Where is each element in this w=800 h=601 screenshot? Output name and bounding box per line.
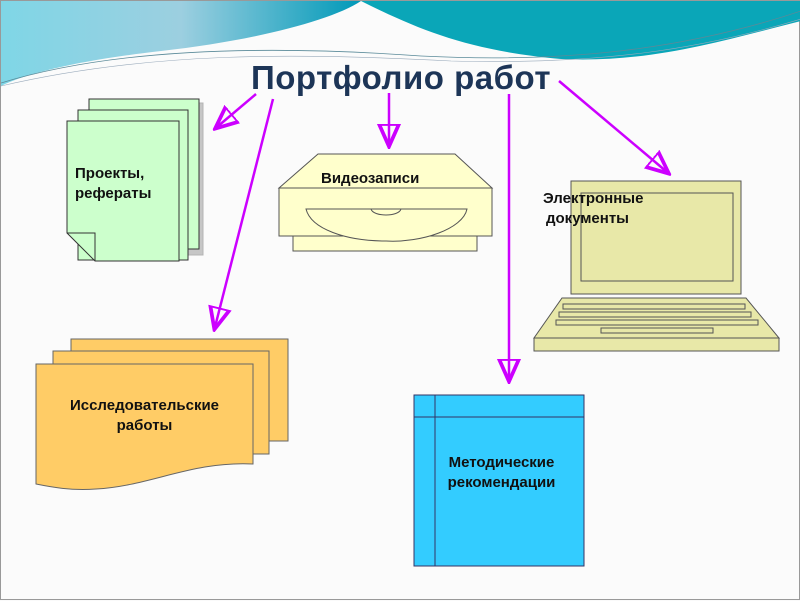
- video-recorder-icon: [277, 153, 494, 252]
- arrow-to-electronic: [558, 80, 667, 172]
- projects-label-line1: Проекты,: [75, 165, 145, 182]
- methodical-book-icon: [413, 394, 585, 567]
- video-label: Видеозаписи: [321, 170, 420, 187]
- electronic-label-line1: Электронные: [543, 190, 644, 207]
- page-title: Портфолио работ: [250, 59, 551, 96]
- laptop-icon: [533, 180, 781, 352]
- electronic-label-line2: документы: [546, 210, 629, 227]
- projects-label: Проекты, рефераты: [75, 164, 151, 204]
- methodical-label-line1: Методические: [448, 454, 555, 471]
- arrow-to-research: [215, 98, 275, 327]
- research-label-line1: Исследовательские: [69, 397, 220, 414]
- electronic-label: Электронные документы: [543, 189, 643, 229]
- methodical-label-line2: рекомендации: [447, 474, 556, 491]
- projects-label-line2: рефераты: [75, 185, 152, 202]
- methodical-label: Методические рекомендации: [419, 453, 584, 493]
- projects-documents-icon: [66, 98, 204, 262]
- research-label: Исследовательские работы: [36, 396, 253, 436]
- arrow-to-projects: [217, 93, 257, 127]
- arrows: [215, 80, 667, 379]
- header-wave-light: [1, 1, 361, 86]
- research-documents-icon: [35, 338, 289, 490]
- research-label-line2: работы: [116, 417, 173, 434]
- header-wave: [1, 1, 800, 60]
